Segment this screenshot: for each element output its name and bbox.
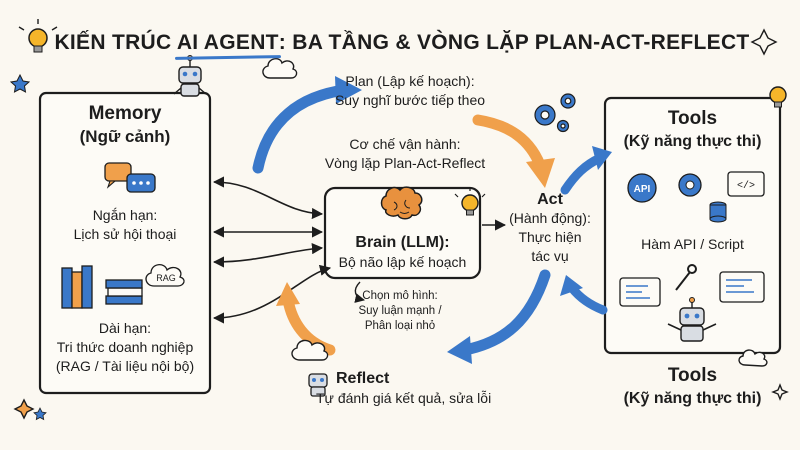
tools-footer-heading: Tools <box>667 365 718 386</box>
robot-icon <box>173 55 207 97</box>
brain-desc: Bộ não lập kế hoạch <box>338 254 467 270</box>
title-highlight: AI AGENT <box>176 31 279 54</box>
mechanism-desc: Vòng lặp Plan-Act-Reflect <box>324 155 486 171</box>
memory-brain-arrows <box>212 176 332 324</box>
reflect-robot-icon <box>308 373 328 397</box>
gear-icon <box>534 93 576 133</box>
chat-bubble-icon <box>104 162 156 193</box>
reflect-title: Reflect <box>336 370 390 387</box>
brain-title: Brain (LLM): <box>355 234 450 251</box>
tools-api-label: Hàm API / Script <box>641 236 744 252</box>
sparkle-icon <box>13 28 789 420</box>
memory-heading: Memory <box>88 103 162 124</box>
database-icon <box>709 201 727 223</box>
bulb-icon <box>454 187 486 216</box>
long-term-desc-1: Tri thức doanh nghiệp <box>56 339 194 355</box>
act-subtitle: (Hành động): <box>509 210 591 226</box>
star-icon <box>9 73 47 421</box>
model-note-3: Phân loại nhỏ <box>364 320 436 332</box>
books-icon <box>61 265 143 309</box>
model-note-2: Suy luận mạnh / <box>358 305 442 317</box>
rag-cloud-icon: RAG <box>145 264 185 287</box>
long-term-desc-2: (RAG / Tài liệu nội bộ) <box>55 358 195 374</box>
act-reflect-arrow <box>459 269 551 356</box>
rag-label: RAG <box>156 273 176 283</box>
plan-desc: Suy nghĩ bước tiếp theo <box>334 92 486 108</box>
code-window-icon: </> <box>727 171 765 197</box>
tools-act-arrow <box>567 283 608 315</box>
tools-subheading: (Kỹ năng thực thi) <box>623 133 762 150</box>
act-tools-arrowhead <box>592 146 612 170</box>
bulb-icon <box>769 86 787 108</box>
short-term-desc: Lịch sử hội thoại <box>73 226 177 242</box>
api-gear-icon: API <box>627 173 657 203</box>
title-part1: KIẾN TRÚC <box>54 31 177 54</box>
plan-act-arrowhead <box>526 158 555 188</box>
api-icon-text: API <box>634 184 651 195</box>
cloud-icon <box>262 58 768 367</box>
brain-icon <box>380 186 423 220</box>
plan-arrow <box>252 84 351 174</box>
gear-icon <box>678 173 702 197</box>
wrench-icon <box>675 264 697 291</box>
plan-arrowhead <box>335 76 362 104</box>
reflect-brain-arrowhead <box>276 282 300 306</box>
model-note-1: Chọn mô hình: <box>362 290 438 302</box>
plan-act-arrow <box>472 114 546 171</box>
mechanism-title: Cơ chế vận hành: <box>349 136 461 152</box>
brain-note-arrow <box>354 281 365 303</box>
reflect-desc: Tự đánh giá kết quả, sửa lỗi <box>316 390 492 406</box>
short-term-label: Ngắn hạn: <box>92 207 158 223</box>
act-title: Act <box>537 191 563 208</box>
plan-title: Plan (Lập kế hoạch): <box>345 73 475 89</box>
act-desc-1: Thực hiện <box>518 229 582 245</box>
tools-footer-subheading: (Kỹ năng thực thi) <box>623 390 762 407</box>
act-desc-2: tác vụ <box>531 248 569 264</box>
tools-robot-icon <box>667 297 717 342</box>
memory-subheading: (Ngữ cảnh) <box>79 127 171 146</box>
tools-heading: Tools <box>667 108 718 129</box>
act-tools-arrow <box>560 153 605 195</box>
page-title: KIẾN TRÚC AI AGENT: BA TẦNG & VÒNG LẶP P… <box>52 30 752 55</box>
title-part2: : BA TẦNG & VÒNG LẶP PLAN-ACT-REFLECT <box>278 31 750 54</box>
tools-act-arrowhead <box>560 275 583 296</box>
memory-panel <box>38 91 212 395</box>
code-icon-text: </> <box>737 180 755 192</box>
act-reflect-arrowhead <box>447 336 472 364</box>
lightbulb-icon <box>18 19 58 53</box>
long-term-label: Dài hạn: <box>98 320 152 336</box>
code-screen-icon <box>619 271 765 307</box>
